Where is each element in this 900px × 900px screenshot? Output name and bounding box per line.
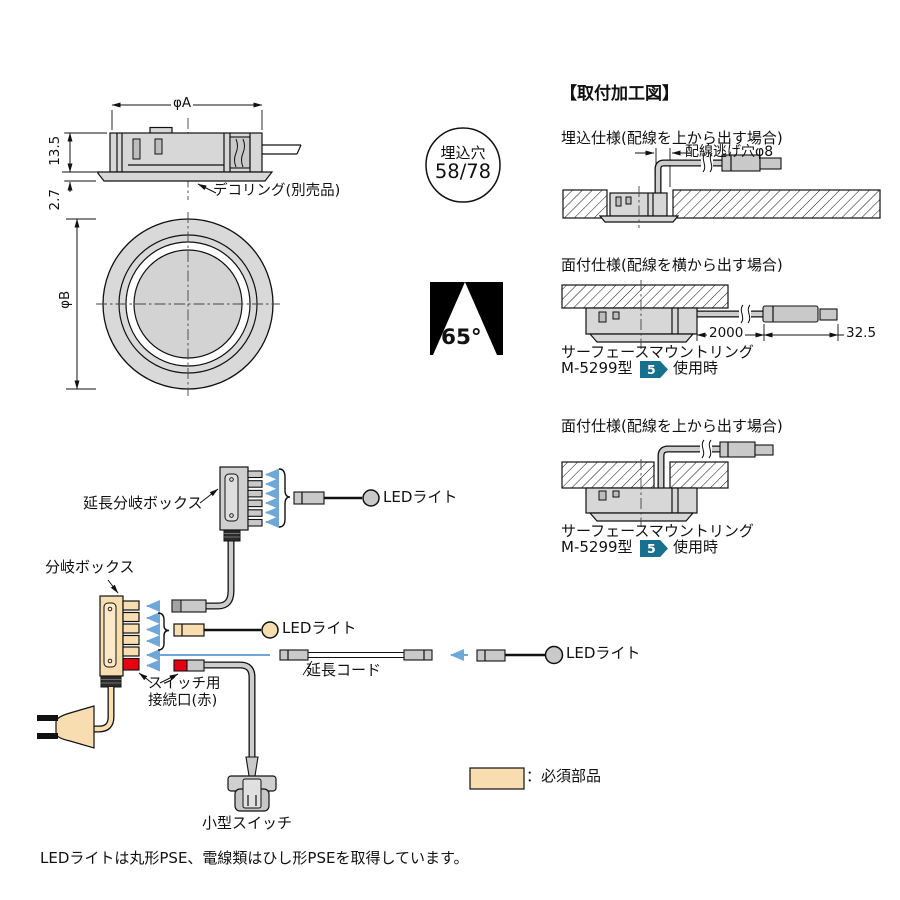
branch-box (92, 579, 270, 733)
mounting-title: 【取付加工図】 (560, 84, 679, 104)
led-light-2 (173, 621, 279, 639)
wiring-diagram (37, 466, 564, 812)
power-plug (37, 705, 95, 749)
extension-branch-box-label: 延長分岐ボックス (83, 494, 203, 512)
led-light-label-1: LEDライト (383, 488, 458, 506)
surface-top-heading: 面付仕様(配線を上から出す場合) (561, 417, 783, 435)
beam-angle-label: 65° (441, 325, 482, 350)
dim-13-5: 13.5 (47, 130, 64, 171)
small-switch (227, 775, 277, 812)
surface-side-heading: 面付仕様(配線を横から出す場合) (561, 256, 783, 274)
surface-side-ring-suffix: 使用時 (673, 359, 719, 377)
branch-box-label: 分岐ボックス (45, 558, 135, 576)
led-light-1 (293, 489, 380, 507)
page-ref-badge-2: 5 (640, 540, 668, 557)
switch-port-red (122, 657, 140, 671)
dim-phi-a: φA (171, 95, 194, 112)
hole-size-badge (425, 127, 501, 203)
front-view-drawing (66, 212, 280, 396)
switch-port-label-line2: 接続口(赤) (148, 693, 218, 709)
hole-badge-line1: 埋込穴 (440, 144, 486, 162)
led-light-label-2: LEDライト (282, 619, 357, 637)
surface-top-ring-line1: サーフェースマウントリング (561, 522, 754, 540)
recessed-heading: 埋込仕様(配線を上から出す場合) (561, 129, 783, 147)
extension-cord-label: 延長コード (306, 661, 382, 679)
led-light-3 (476, 645, 564, 665)
switch-cable (138, 659, 277, 812)
dim-2-7: 2.7 (47, 179, 64, 220)
surface-side-ring-model: M-5299型 (561, 359, 633, 377)
dim-2000: 2000 (707, 325, 746, 342)
legend-required-swatch (469, 767, 525, 790)
beam-angle-icon (430, 282, 503, 355)
dim-phi-b: φB (57, 279, 74, 320)
small-switch-label: 小型スイッチ (202, 814, 293, 832)
hole-note: 配線逃げ穴φ8 (685, 144, 774, 160)
recessed-mount-diagram (562, 148, 881, 228)
led-light-label-3: LEDライト (566, 644, 641, 662)
surface-mount-top-diagram (561, 439, 774, 527)
surface-mount-side-diagram (561, 280, 846, 349)
deco-ring-label: デコリング(別売品) (213, 183, 341, 199)
switch-port-label-line1: スイッチ用 (148, 676, 221, 692)
side-view-drawing (62, 102, 302, 200)
extension-branch-box (171, 466, 291, 613)
legend-required-label: ：必須部品 (526, 767, 602, 785)
page-ref-badge-1: 5 (640, 361, 668, 378)
footnote: LEDライトは丸形PSE、電線類はひし形PSEを取得しています。 (40, 849, 469, 867)
hole-badge-line2: 58/78 (434, 160, 492, 183)
dim-32-5: 32.5 (844, 325, 879, 342)
extension-cord (279, 649, 433, 676)
surface-top-ring-model: M-5299型 (561, 538, 633, 556)
surface-top-ring-suffix: 使用時 (673, 538, 719, 556)
surface-side-ring-line1: サーフェースマウントリング (561, 343, 754, 361)
